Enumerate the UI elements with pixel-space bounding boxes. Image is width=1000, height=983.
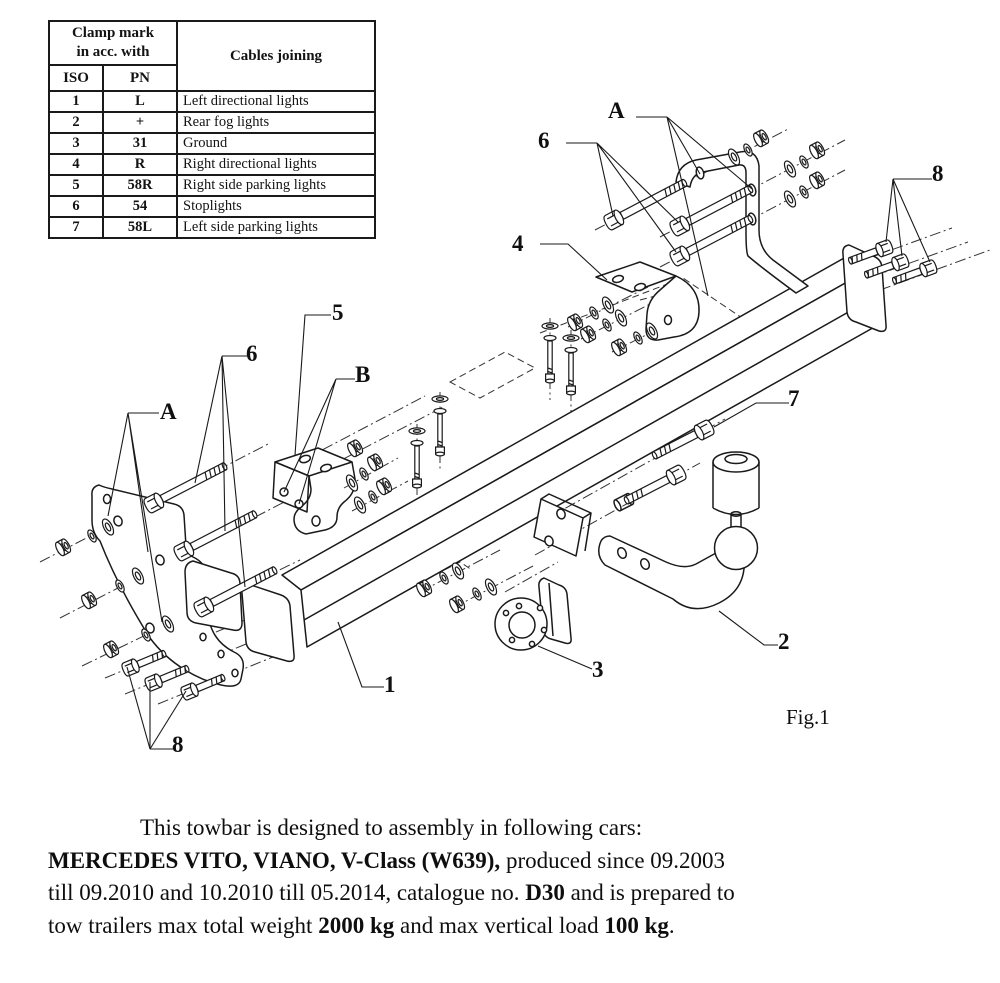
callout-label-a-left: A — [160, 399, 177, 424]
vehicle-models-bold: MERCEDES VITO, VIANO, V-Class (W639), — [48, 847, 501, 873]
callout-label-6-left: 6 — [246, 341, 258, 366]
table-cell-pn: R — [102, 153, 178, 176]
callout-label-8-right: 8 — [932, 161, 944, 186]
top-bracket-4 — [595, 261, 700, 341]
towbar-assembly-diagram — [39, 116, 991, 750]
towball — [598, 451, 760, 610]
description-line-3: till 09.2010 and 10.2010 till 05.2014, c… — [48, 877, 960, 910]
table-cell-iso: 5 — [48, 174, 104, 197]
callout-label-3: 3 — [592, 657, 604, 682]
description-text: till 09.2010 and 10.2010 till 05.2014, c… — [48, 880, 526, 905]
table-cell-iso: 2 — [48, 111, 104, 134]
callout-label-1: 1 — [384, 672, 396, 697]
description-text: . — [668, 912, 675, 938]
table-cell-iso: 4 — [48, 153, 104, 176]
max-weight-bold: 2000 kg — [318, 912, 395, 938]
table-cell-iso: 6 — [48, 195, 104, 218]
table-cell-cable: Left side parking lights — [176, 216, 376, 239]
description-paragraph: This towbar is designed to assembly in f… — [48, 812, 960, 942]
table-cell-pn: 31 — [102, 132, 178, 155]
table-cell-cable: Ground — [176, 132, 376, 155]
callout-label-7: 7 — [788, 386, 800, 411]
table-cell-cable: Left directional lights — [176, 90, 376, 113]
table-header-iso: ISO — [48, 64, 104, 92]
table-cell-cable: Stoplights — [176, 195, 376, 218]
callout-label-8-left: 8 — [172, 732, 184, 757]
leader-lines — [107, 116, 932, 750]
description-text: tow trailers max total weight — [48, 912, 319, 938]
callout-label-4: 4 — [512, 231, 524, 256]
table-cell-cable: Rear fog lights — [176, 111, 376, 134]
crossbar-beam — [241, 244, 887, 663]
callout-label-6-top: 6 — [538, 128, 550, 153]
catalogue-no-bold: D30 — [525, 880, 565, 905]
table-header-cables: Cables joining — [176, 20, 376, 92]
callout-label-2: 2 — [778, 629, 790, 654]
ball-mount-bracket — [533, 493, 592, 557]
table-cell-pn: 58L — [102, 216, 178, 239]
table-cell-cable: Right directional lights — [176, 153, 376, 176]
table-cell-cable: Right side parking lights — [176, 174, 376, 197]
description-line-1: This towbar is designed to assembly in f… — [48, 812, 960, 845]
table-cell-pn: + — [102, 111, 178, 134]
table-cell-iso: 1 — [48, 90, 104, 113]
max-load-bold: 100 kg — [604, 912, 669, 938]
wiring-table: Clamp mark in acc. with Cables joining IS… — [48, 20, 376, 239]
table-header-clamp: Clamp mark in acc. with — [48, 20, 178, 66]
callout-label-a-top: A — [608, 98, 625, 123]
description-line-4: tow trailers max total weight 2000 kg an… — [48, 910, 960, 943]
callout-label-b: B — [355, 362, 371, 387]
table-cell-iso: 7 — [48, 216, 104, 239]
figure-caption: Fig.1 — [786, 705, 830, 729]
center-bracket-5 — [272, 447, 356, 535]
description-text: and is prepared to — [564, 880, 735, 905]
description-text: and max vertical load — [394, 912, 605, 938]
table-cell-iso: 3 — [48, 132, 104, 155]
table-cell-pn: 58R — [102, 174, 178, 197]
table-cell-pn: L — [102, 90, 178, 113]
description-text: produced since 09.2003 — [500, 847, 726, 873]
description-line-2: MERCEDES VITO, VIANO, V-Class (W639), pr… — [48, 845, 960, 878]
table-header-pn: PN — [102, 64, 178, 92]
table-header-clamp-line2: in acc. with — [76, 44, 150, 60]
description-text: This towbar is designed to assembly in f… — [140, 815, 643, 840]
table-header-clamp-line1: Clamp mark — [71, 25, 155, 42]
table-cell-pn: 54 — [102, 195, 178, 218]
socket-plate — [494, 577, 572, 651]
callout-label-5: 5 — [332, 300, 344, 325]
bolts-6-top — [601, 174, 757, 268]
